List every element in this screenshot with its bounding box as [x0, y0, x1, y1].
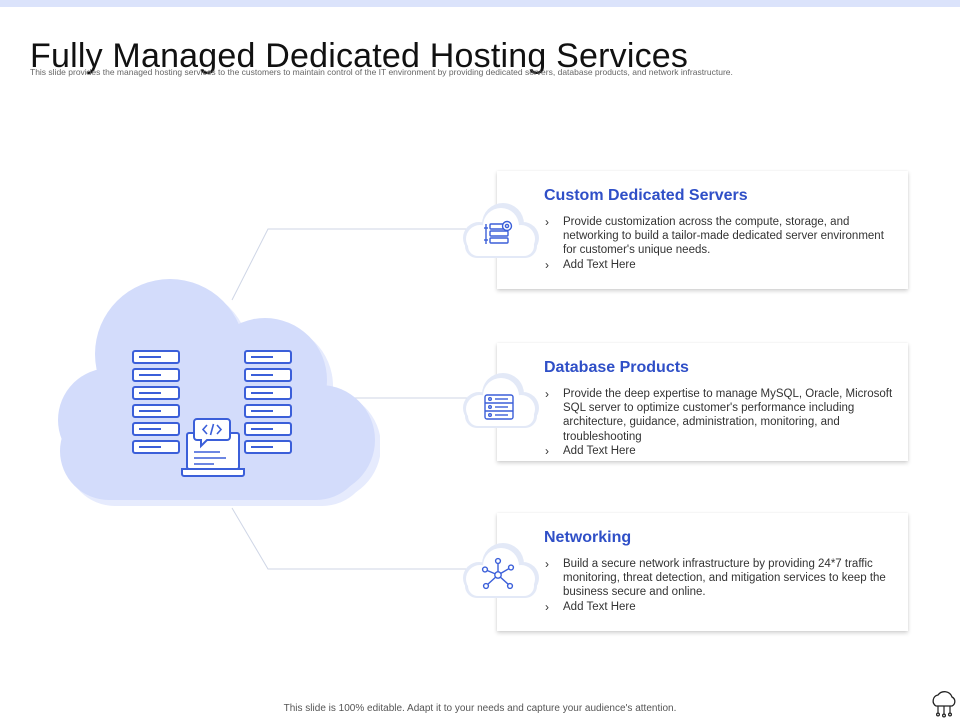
- server-gear-icon: [484, 220, 513, 244]
- service-bullet: Add Text Here: [544, 258, 894, 272]
- mini-cloud-badge: [463, 203, 539, 258]
- hero-cloud-illustration: [58, 279, 380, 506]
- service-bullet: Add Text Here: [544, 444, 894, 458]
- service-bullet: Add Text Here: [544, 600, 894, 614]
- service-card-title: Database Products: [544, 359, 689, 376]
- mini-cloud-badge: [463, 373, 539, 428]
- service-bullet-list: Provide the deep expertise to manage MyS…: [544, 387, 894, 458]
- service-bullet: Build a secure network infrastructure by…: [544, 557, 894, 600]
- service-card-title: Custom Dedicated Servers: [544, 187, 748, 204]
- top-accent-bar: [0, 0, 960, 7]
- cloud-network-icon: [932, 691, 956, 718]
- service-card-database-products: Database Products Provide the deep exper…: [497, 343, 908, 461]
- slide-footer: This slide is 100% editable. Adapt it to…: [283, 703, 677, 714]
- service-card-title: Networking: [544, 529, 632, 546]
- service-bullet-list: Build a secure network infrastructure by…: [544, 557, 894, 614]
- database-list-icon: [484, 394, 514, 420]
- service-bullet-list: Provide customization across the compute…: [544, 215, 894, 272]
- service-card-networking: Networking Build a secure network infras…: [497, 513, 908, 631]
- slide-title: Fully Managed Dedicated Hosting Services: [30, 36, 689, 75]
- network-nodes-icon: [481, 557, 515, 590]
- service-card-custom-dedicated-servers: Custom Dedicated Servers Provide customi…: [497, 171, 908, 289]
- slide-subtitle: This slide provides the managed hosting …: [30, 67, 733, 77]
- service-bullet: Provide customization across the compute…: [544, 215, 894, 258]
- service-bullet: Provide the deep expertise to manage MyS…: [544, 387, 894, 444]
- mini-cloud-badge: [463, 543, 539, 598]
